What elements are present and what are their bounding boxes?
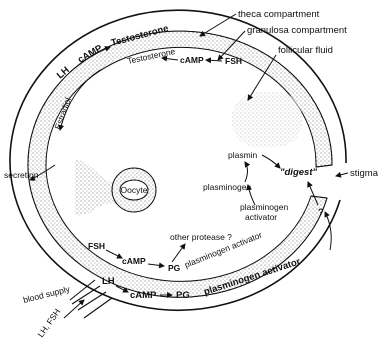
blood-supply-label: blood supply bbox=[22, 284, 71, 305]
fsh-to-camp-arrow bbox=[206, 60, 222, 61]
plasminogen-to-plasmin-arrow bbox=[245, 162, 248, 182]
other-protease-label: other protease ? bbox=[170, 232, 232, 242]
plasminogen-label: plasminogen bbox=[203, 182, 251, 192]
question-mark: ? bbox=[318, 207, 324, 218]
bot-lh: LH bbox=[102, 276, 115, 287]
theca-label: theca compartment bbox=[238, 9, 320, 20]
activator-label-line2: activator bbox=[245, 212, 277, 222]
fluid-label: follicular fluid bbox=[278, 45, 333, 56]
bot-pg2: PG bbox=[176, 290, 190, 301]
stigma-pointer bbox=[336, 173, 348, 176]
oocyte-label: Oocyte bbox=[121, 185, 148, 195]
bot-camp1: cAMP bbox=[122, 256, 146, 266]
gran-fsh: FSH bbox=[225, 56, 242, 66]
bot-fsh: FSH bbox=[88, 241, 105, 251]
gran-camp: cAMP bbox=[180, 55, 204, 65]
granulosa-label: granulosa compartment bbox=[247, 25, 347, 36]
follicular-fluid-region bbox=[232, 92, 302, 147]
bot-arrow-2 bbox=[148, 264, 164, 266]
lh-fsh-label: LH, FSH bbox=[35, 307, 62, 339]
bot-camp2: cAMP bbox=[130, 290, 157, 301]
bot-pg1: PG bbox=[168, 263, 181, 273]
pg-to-other-arrow bbox=[172, 244, 185, 262]
camp-to-testosterone-arrow bbox=[162, 58, 178, 60]
plasmin-label: plasmin bbox=[228, 150, 258, 160]
plasmin-to-digest-arrow bbox=[262, 155, 280, 168]
theca-pointer bbox=[200, 14, 236, 36]
cumulus-stalk bbox=[75, 160, 118, 215]
digest-label: "digest" bbox=[280, 167, 317, 178]
activator-label-line1: plasminogen bbox=[240, 202, 288, 212]
granulosa-layer bbox=[28, 31, 332, 297]
stigma-label: stigma bbox=[350, 168, 379, 179]
bot-arrow-1 bbox=[106, 250, 122, 258]
